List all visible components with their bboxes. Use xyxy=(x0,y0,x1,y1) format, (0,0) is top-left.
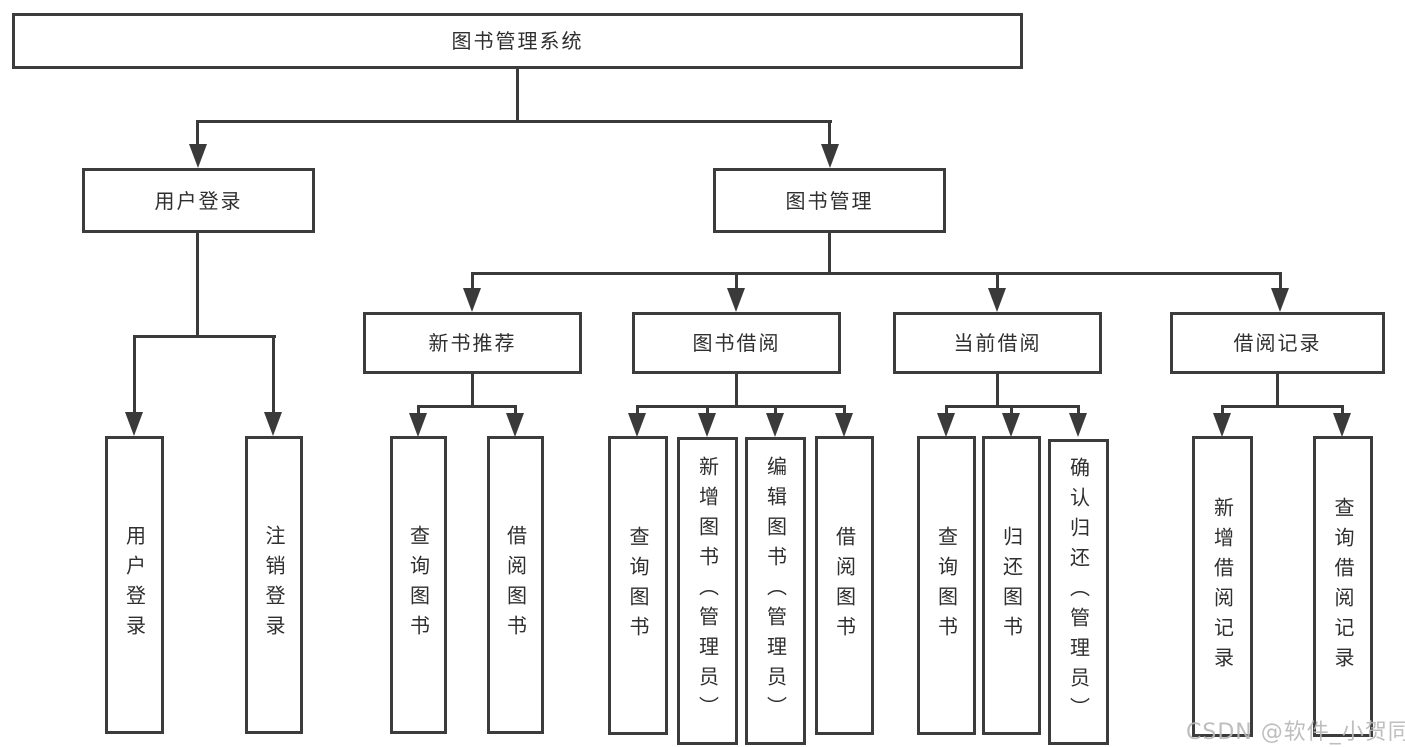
leaf-query-books-borrow-label: 查询图书 xyxy=(626,525,650,646)
leaf-return-books: 归还图书 xyxy=(982,436,1041,735)
arrowhead-down-icon xyxy=(506,413,524,437)
node-book-management-label: 图书管理 xyxy=(785,188,874,213)
leaf-query-books-current: 查询图书 xyxy=(917,436,976,735)
node-user-login-label: 用户登录 xyxy=(154,188,243,213)
node-book-borrow-label: 图书借阅 xyxy=(692,331,781,355)
arrowhead-down-icon xyxy=(937,413,955,437)
connector-drop xyxy=(1010,405,1013,415)
leaf-borrow-books-recommend: 借阅图书 xyxy=(487,436,544,734)
arrowhead-down-icon xyxy=(1069,413,1087,437)
connector-drop xyxy=(843,405,846,415)
connector-level2-branch xyxy=(196,120,832,123)
leaf-confirm-return-admin-label: 确认归还（管理员） xyxy=(1066,457,1091,727)
connector-recommend-stub xyxy=(471,373,474,407)
node-root-label: 图书管理系统 xyxy=(451,29,584,53)
leaf-user-login: 用户登录 xyxy=(105,436,164,734)
node-borrow-records-label: 借阅记录 xyxy=(1233,331,1322,355)
watermark: CSDN @软件_小贺同学 xyxy=(1186,720,1405,745)
leaf-logout-label: 注销登录 xyxy=(262,525,286,645)
connector-user-branch xyxy=(133,335,276,338)
leaf-query-books-borrow: 查询图书 xyxy=(608,436,668,735)
arrowhead-down-icon xyxy=(189,144,207,168)
connector-record-stub xyxy=(1276,373,1279,407)
leaf-query-borrow-record-label: 查询借阅记录 xyxy=(1331,496,1355,677)
connector-drop xyxy=(1077,405,1080,415)
leaf-edit-book-admin: 编辑图书（管理员） xyxy=(745,437,806,745)
arrowhead-down-icon xyxy=(409,413,427,437)
connector-book-stub xyxy=(828,233,831,275)
connector-drop xyxy=(774,405,777,415)
connector-drop xyxy=(706,405,709,415)
arrowhead-down-icon xyxy=(125,412,143,436)
leaf-add-borrow-record-label: 新增借阅记录 xyxy=(1210,496,1235,677)
connector-drop-user-login xyxy=(196,120,199,146)
connector-drop-borrow-records xyxy=(1279,272,1282,290)
arrowhead-down-icon xyxy=(1271,288,1289,312)
leaf-borrow-books-label: 借阅图书 xyxy=(832,525,857,646)
connector-level3-branch xyxy=(471,272,1282,275)
leaf-borrow-books: 借阅图书 xyxy=(815,436,874,735)
node-borrow-records: 借阅记录 xyxy=(1170,312,1385,374)
arrowhead-down-icon xyxy=(1002,413,1020,437)
connector-drop-current-borrow xyxy=(996,272,999,290)
connector-borrow-stub xyxy=(735,373,738,407)
leaf-query-borrow-record: 查询借阅记录 xyxy=(1313,436,1373,737)
leaf-borrow-books-recommend-label: 借阅图书 xyxy=(503,525,528,645)
connector-drop-book-management xyxy=(828,120,831,146)
arrowhead-down-icon xyxy=(463,288,481,312)
arrowhead-down-icon xyxy=(821,144,839,168)
connector-drop xyxy=(1221,405,1224,415)
leaf-logout: 注销登录 xyxy=(245,436,303,734)
leaf-add-book-admin: 新增图书（管理员） xyxy=(677,437,738,745)
node-current-borrow: 当前借阅 xyxy=(893,312,1102,374)
arrowhead-down-icon xyxy=(628,413,646,437)
leaf-query-books-recommend: 查询图书 xyxy=(390,436,447,734)
node-new-book-recommend-label: 新书推荐 xyxy=(428,331,517,355)
connector-drop-leaf-logout xyxy=(272,335,275,415)
arrowhead-down-icon xyxy=(727,288,745,312)
arrowhead-down-icon xyxy=(766,413,784,437)
connector-drop xyxy=(514,405,517,415)
arrowhead-down-icon xyxy=(988,288,1006,312)
connector-drop xyxy=(1341,405,1344,415)
leaf-edit-book-admin-label: 编辑图书（管理员） xyxy=(763,456,788,726)
leaf-add-book-admin-label: 新增图书（管理员） xyxy=(695,456,720,726)
arrowhead-down-icon xyxy=(835,413,853,437)
connector-drop xyxy=(417,405,420,415)
leaf-user-login-label: 用户登录 xyxy=(122,525,147,645)
node-root: 图书管理系统 xyxy=(12,13,1023,69)
arrowhead-down-icon xyxy=(698,413,716,437)
leaf-query-books-recommend-label: 查询图书 xyxy=(406,525,431,645)
leaf-return-books-label: 归还图书 xyxy=(999,525,1024,646)
arrowhead-down-icon xyxy=(1213,413,1231,437)
connector-drop-leaf-user-login xyxy=(133,335,136,415)
connector-recommend-branch xyxy=(417,405,517,408)
node-book-borrow: 图书借阅 xyxy=(632,312,841,374)
arrowhead-down-icon xyxy=(1333,413,1351,437)
connector-borrow-branch xyxy=(636,405,846,408)
connector-drop-book-borrow xyxy=(735,272,738,290)
connector-record-branch xyxy=(1221,405,1344,408)
connector-user-stub xyxy=(196,233,199,337)
connector-drop xyxy=(636,405,639,415)
node-book-management: 图书管理 xyxy=(713,168,946,233)
connector-current-stub xyxy=(996,373,999,407)
node-user-login: 用户登录 xyxy=(82,168,315,233)
connector-drop xyxy=(945,405,948,415)
arrowhead-down-icon xyxy=(264,412,282,436)
leaf-query-books-current-label: 查询图书 xyxy=(934,525,959,646)
node-new-book-recommend: 新书推荐 xyxy=(363,312,582,374)
connector-root-stub xyxy=(516,68,519,123)
leaf-confirm-return-admin: 确认归还（管理员） xyxy=(1048,439,1109,745)
node-current-borrow-label: 当前借阅 xyxy=(953,331,1042,355)
leaf-add-borrow-record: 新增借阅记录 xyxy=(1192,436,1253,737)
connector-drop-new-book-recommend xyxy=(471,272,474,290)
